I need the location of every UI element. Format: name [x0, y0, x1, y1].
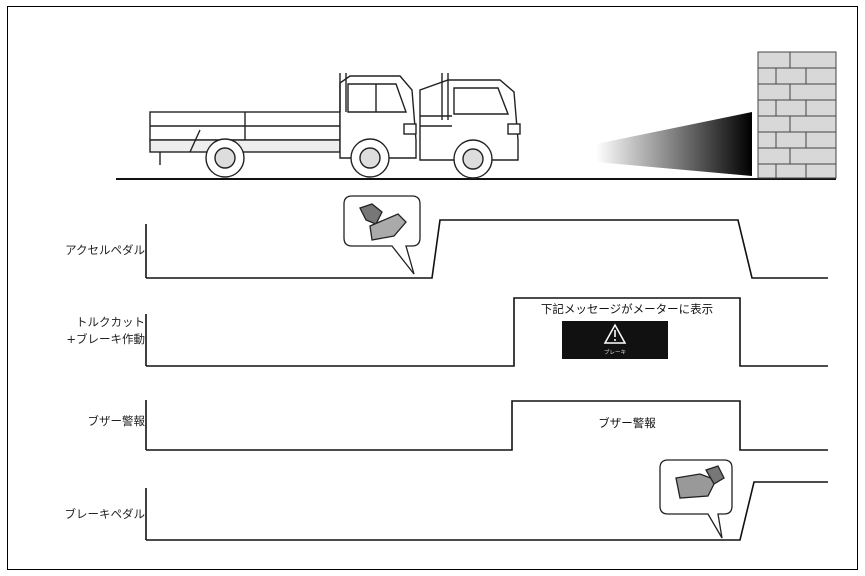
- row-label-brake: ブレーキペダル: [65, 506, 146, 523]
- warning-triangle-icon: [603, 323, 627, 344]
- buzzer-signal: [146, 400, 828, 451]
- buzzer-box-label: ブザー警報: [598, 416, 656, 430]
- accel-signal: [146, 219, 828, 279]
- row-label-torque: トルクカット +ブレーキ作動: [66, 314, 145, 348]
- warning-label: ブレーキ: [603, 350, 626, 356]
- accel-pedal-bubble: [343, 195, 421, 275]
- torque-signal: [146, 297, 828, 367]
- meter-warning-panel: ブレーキ: [562, 321, 668, 359]
- row-label-accel: アクセルペダル: [65, 242, 145, 259]
- brake-pedal-bubble: [659, 459, 733, 539]
- row-label-buzzer-line: ブザー警報: [87, 414, 146, 428]
- truck-rear: [149, 73, 417, 178]
- row-label-torque-line2: +ブレーキ作動: [66, 332, 145, 346]
- truck-front: [419, 73, 521, 179]
- row-label-torque-line1: トルクカット: [76, 315, 145, 329]
- row-label-brake-line: ブレーキペダル: [64, 507, 146, 521]
- brick-wall: [757, 51, 837, 179]
- row-label-buzzer: ブザー警報: [88, 413, 146, 430]
- radar-beam: [596, 112, 752, 176]
- meter-message: 下記メッセージがメーターに表示: [540, 302, 714, 316]
- brake-signal: [146, 481, 828, 541]
- row-label-accel-line: アクセルペダル: [65, 243, 145, 257]
